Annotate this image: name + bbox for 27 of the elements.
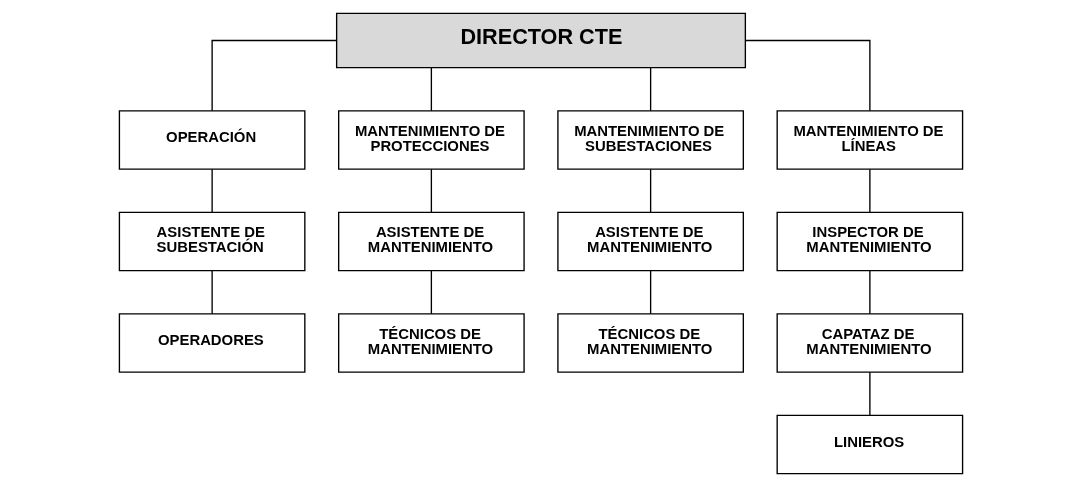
connector: [210, 168, 213, 213]
connector: [744, 39, 871, 112]
node-box: TÉCNICOS DE MANTENIMIENTO: [337, 313, 525, 373]
connector: [430, 67, 432, 112]
connector: [649, 270, 651, 315]
node-box: INSPECTOR DE MANTENIMIENTO: [776, 211, 963, 272]
connector: [430, 168, 432, 213]
node-box: MANTENIMIENTO DE LÍNEAS: [776, 110, 963, 170]
connector: [210, 39, 337, 112]
node-box: ASISTENTE DE SUBESTACIÓN: [118, 211, 305, 272]
connector: [649, 67, 651, 112]
node-box: MANTENIMIENTO DE SUBESTACIONES: [556, 110, 744, 170]
connector: [649, 168, 651, 213]
connector: [868, 270, 871, 315]
connector: [868, 168, 871, 213]
connector: [868, 371, 871, 416]
connector: [430, 270, 432, 315]
node-box: MANTENIMIENTO DE PROTECCIONES: [337, 110, 525, 170]
node-box: OPERADORES: [118, 313, 305, 373]
node-box: OPERACIÓN: [118, 110, 305, 170]
node-box: ASISTENTE DE MANTENIMIENTO: [337, 211, 525, 272]
node-box: CAPATAZ DE MANTENIMIENTO: [776, 313, 963, 373]
node-box: DIRECTOR CTE: [335, 12, 746, 69]
node-box: ASISTENTE DE MANTENIMIENTO: [556, 211, 744, 272]
node-box: TÉCNICOS DE MANTENIMIENTO: [556, 313, 744, 373]
connector: [210, 270, 213, 315]
node-box: LINIEROS: [776, 414, 963, 475]
